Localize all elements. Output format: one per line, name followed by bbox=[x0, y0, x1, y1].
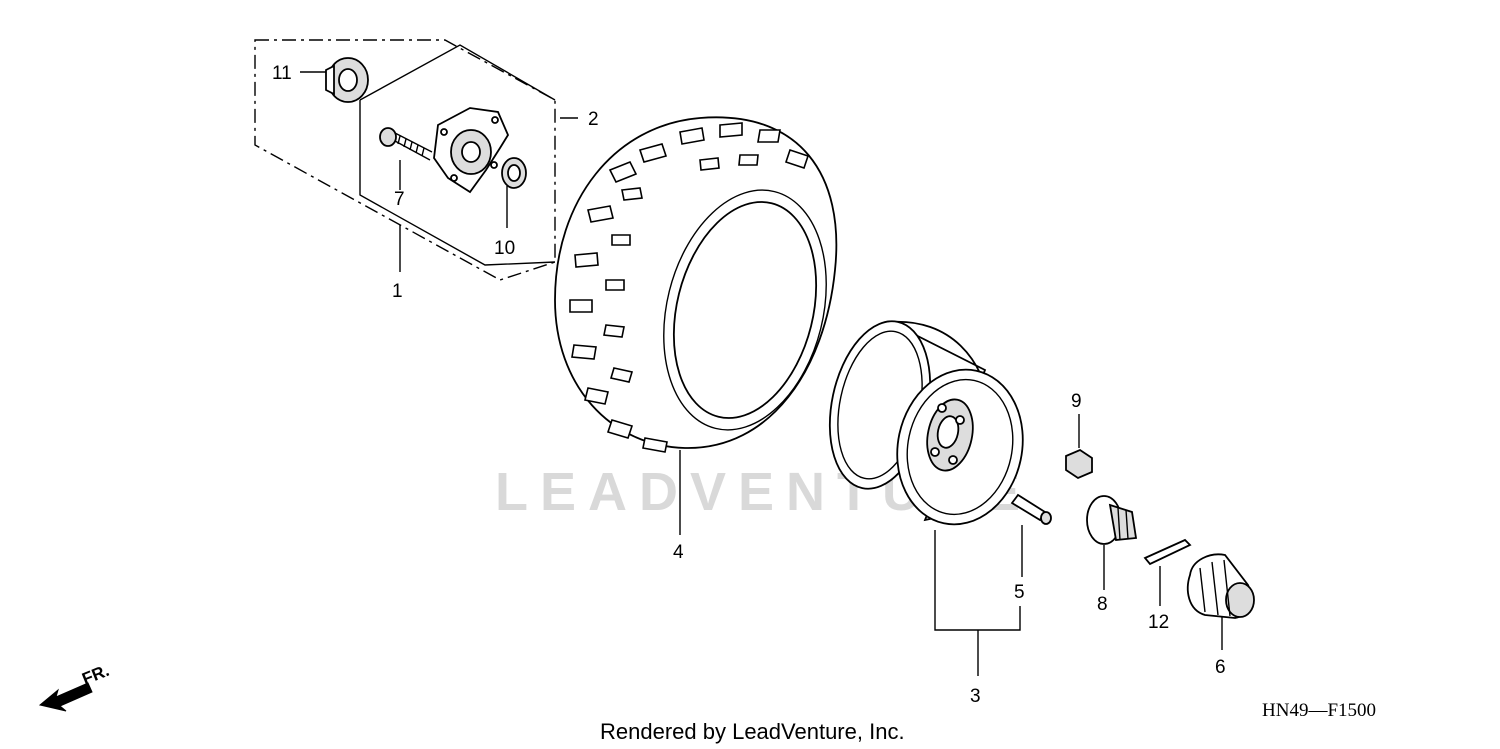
callout-10: 10 bbox=[494, 238, 515, 259]
callout-3: 3 bbox=[970, 686, 981, 707]
callout-7: 7 bbox=[394, 189, 405, 210]
diagram-code: HN49—F1500 bbox=[1262, 700, 1376, 721]
callout-4: 4 bbox=[673, 542, 684, 563]
render-credit: Rendered by LeadVenture, Inc. bbox=[600, 719, 905, 744]
tire-part bbox=[554, 116, 838, 535]
castle-nut-part bbox=[1086, 495, 1138, 590]
cotter-pin-part bbox=[1143, 538, 1192, 606]
callout-6: 6 bbox=[1215, 657, 1226, 678]
callout-9: 9 bbox=[1071, 391, 1082, 412]
wheel-nut-part bbox=[1065, 414, 1093, 480]
hub-cap-part bbox=[1186, 553, 1255, 650]
front-direction-arrow-icon bbox=[38, 682, 93, 712]
valve-stem-part bbox=[1010, 493, 1052, 577]
callout-5: 5 bbox=[1014, 582, 1025, 603]
callout-11: 11 bbox=[272, 63, 292, 84]
hub-bolt-part bbox=[379, 127, 433, 190]
front-direction-label: FR. bbox=[79, 661, 112, 689]
hub-assembly-bracket bbox=[254, 39, 578, 281]
oil-seal-part bbox=[501, 157, 527, 228]
callout-1: 1 bbox=[392, 281, 403, 302]
callout-12: 12 bbox=[1148, 612, 1169, 633]
dust-seal-part bbox=[300, 57, 369, 103]
callout-2: 2 bbox=[588, 109, 599, 130]
callout-8: 8 bbox=[1097, 594, 1108, 615]
wheel-rim-part bbox=[828, 320, 1024, 676]
wheel-hub-part bbox=[433, 107, 510, 194]
